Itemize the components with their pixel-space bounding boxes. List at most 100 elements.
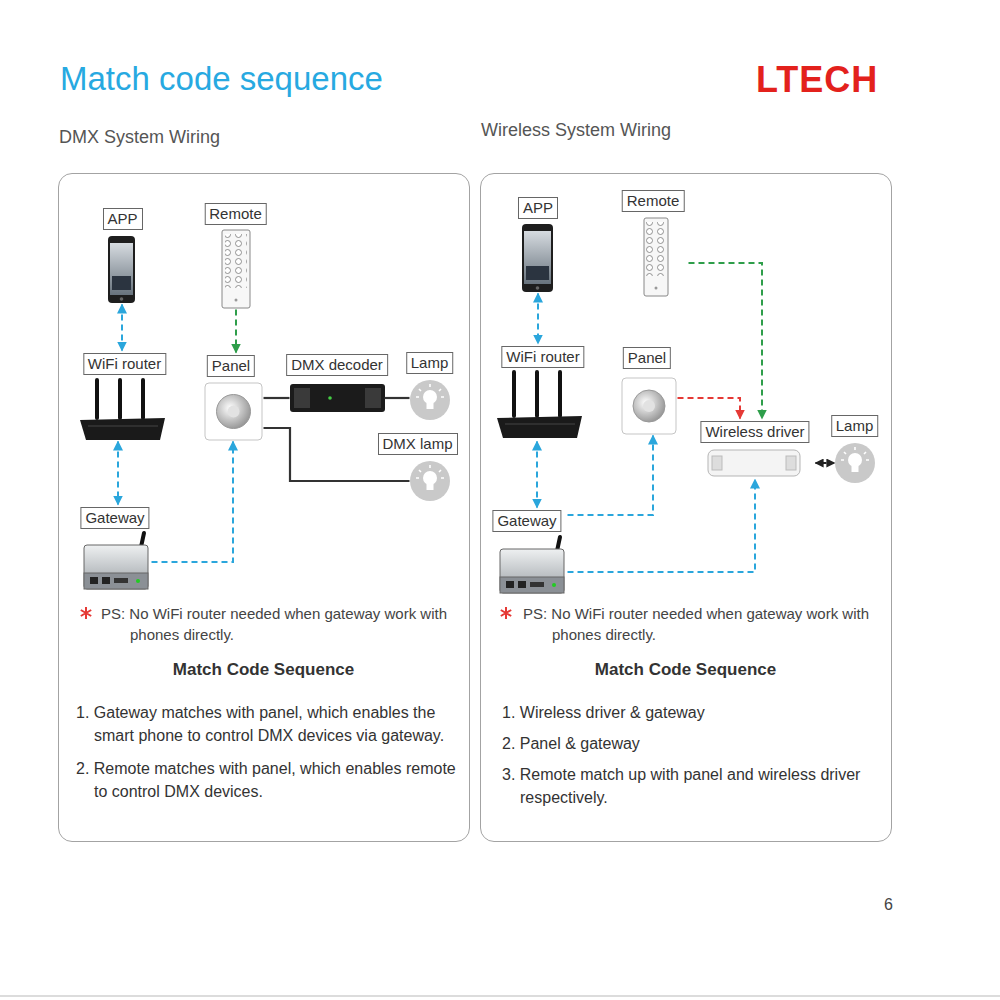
router-icon bbox=[80, 380, 165, 440]
driver-icon-part bbox=[712, 456, 722, 470]
panel-icon-part bbox=[228, 406, 240, 418]
lamp-icon bbox=[835, 443, 875, 483]
router-device: WiFi router bbox=[76, 351, 174, 442]
lamp-icon bbox=[410, 380, 450, 420]
remote-icon-part bbox=[655, 287, 658, 290]
router-icon bbox=[497, 372, 582, 438]
brand-logo: LTECH bbox=[756, 60, 878, 100]
connector bbox=[385, 397, 410, 399]
device-label: Remote bbox=[204, 203, 267, 225]
note-text: PS: No WiFi router needed when gateway w… bbox=[523, 603, 888, 645]
remote-icon bbox=[222, 230, 250, 308]
app-device: APP bbox=[100, 206, 146, 305]
router-icon-part bbox=[497, 416, 582, 438]
phone-icon-part bbox=[108, 236, 135, 303]
device-label: Panel bbox=[207, 355, 255, 377]
system-panel: Wireless System WiringPS: No WiFi router… bbox=[480, 173, 892, 842]
decoder-icon-part bbox=[290, 384, 385, 412]
phone-icon-part bbox=[112, 276, 131, 290]
remote-icon-part bbox=[645, 222, 666, 276]
step-text: 1. Wireless driver & gateway bbox=[502, 701, 882, 724]
remote-icon-part bbox=[235, 299, 238, 302]
phone-icon-part bbox=[110, 243, 133, 295]
decoder-icon-part bbox=[365, 388, 381, 408]
device-label: Lamp bbox=[831, 415, 879, 437]
device-label: Remote bbox=[622, 190, 685, 212]
remote-icon bbox=[644, 218, 668, 296]
driver-icon-part bbox=[708, 450, 800, 476]
phone-icon-part bbox=[526, 266, 549, 280]
panel-icon-part bbox=[205, 383, 262, 440]
router-icon-part bbox=[88, 426, 158, 427]
driver-icon bbox=[708, 450, 800, 476]
connector bbox=[536, 442, 538, 508]
lamp-device: Lamp bbox=[410, 380, 450, 420]
connector bbox=[117, 442, 119, 505]
panel-icon-part bbox=[633, 390, 665, 422]
remote-icon-part bbox=[225, 234, 247, 288]
app-device: APP bbox=[515, 195, 562, 294]
remote-device: Remote bbox=[618, 188, 689, 298]
phone-icon-part bbox=[536, 286, 540, 290]
device-label: APP bbox=[102, 208, 142, 230]
phone-icon-part bbox=[522, 224, 553, 292]
driver-icon-part bbox=[786, 456, 796, 470]
step-text: 2. Panel & gateway bbox=[502, 732, 882, 755]
panel-device: Panel bbox=[199, 353, 264, 442]
device-label: DMX lamp bbox=[377, 433, 457, 455]
phone-icon-part bbox=[524, 231, 551, 284]
phone-icon bbox=[108, 236, 135, 303]
connector bbox=[568, 436, 654, 516]
step-text: 2. Remote matches with panel, which enab… bbox=[76, 757, 461, 803]
decoder-icon-part bbox=[328, 396, 332, 400]
router-icon-part bbox=[80, 418, 165, 440]
connector bbox=[152, 442, 234, 563]
router-icon-part bbox=[514, 372, 560, 416]
remote-icon-part bbox=[222, 230, 250, 308]
sequence-heading: Match Code Sequence bbox=[59, 659, 468, 681]
device-label: WiFi router bbox=[83, 353, 166, 375]
lamp-device: DMX lamp bbox=[410, 461, 450, 501]
router-device: WiFi router bbox=[495, 344, 592, 442]
system-panel: DMX System WiringPS: No WiFi router need… bbox=[58, 173, 470, 842]
connector bbox=[235, 310, 237, 353]
device-label: WiFi router bbox=[501, 346, 584, 368]
section-heading: DMX System Wiring bbox=[59, 126, 220, 148]
connector bbox=[568, 480, 756, 573]
device-label: APP bbox=[518, 197, 558, 219]
gateway-device: Gateway bbox=[487, 508, 568, 592]
step-text: 3. Remote match up with panel and wirele… bbox=[502, 763, 882, 809]
lamp-device: Lamp bbox=[835, 443, 875, 483]
connector bbox=[816, 462, 835, 464]
panel-icon bbox=[205, 383, 262, 440]
gateway-icon bbox=[500, 537, 564, 593]
phone-icon bbox=[522, 224, 553, 292]
driver-device: Wireless driver bbox=[695, 419, 816, 480]
device-label: Panel bbox=[623, 347, 671, 369]
device-label: Gateway bbox=[492, 510, 561, 532]
connector bbox=[678, 398, 741, 419]
asterisk-mark bbox=[81, 607, 91, 619]
panel-icon-part bbox=[622, 378, 676, 434]
panel-icon-part bbox=[217, 395, 251, 429]
page-number: 6 bbox=[884, 895, 893, 915]
remote-icon-part bbox=[644, 218, 668, 296]
device-label: DMX decoder bbox=[286, 354, 388, 376]
decoder-device: DMX decoder bbox=[290, 382, 385, 414]
page-rule bbox=[0, 995, 1000, 997]
router-icon-part bbox=[97, 380, 143, 418]
panel-icon bbox=[622, 378, 676, 434]
connector bbox=[689, 263, 763, 419]
sequence-heading: Match Code Sequence bbox=[481, 659, 890, 681]
connector bbox=[537, 294, 539, 344]
lamp-icon bbox=[410, 461, 450, 501]
device-label: Gateway bbox=[80, 507, 149, 529]
section-heading: Wireless System Wiring bbox=[481, 119, 671, 141]
note-text: PS: No WiFi router needed when gateway w… bbox=[101, 603, 466, 645]
panel-device: Panel bbox=[617, 345, 678, 436]
asterisk-mark bbox=[501, 607, 511, 619]
gateway-icon bbox=[84, 533, 148, 589]
device-label: Lamp bbox=[406, 352, 454, 374]
